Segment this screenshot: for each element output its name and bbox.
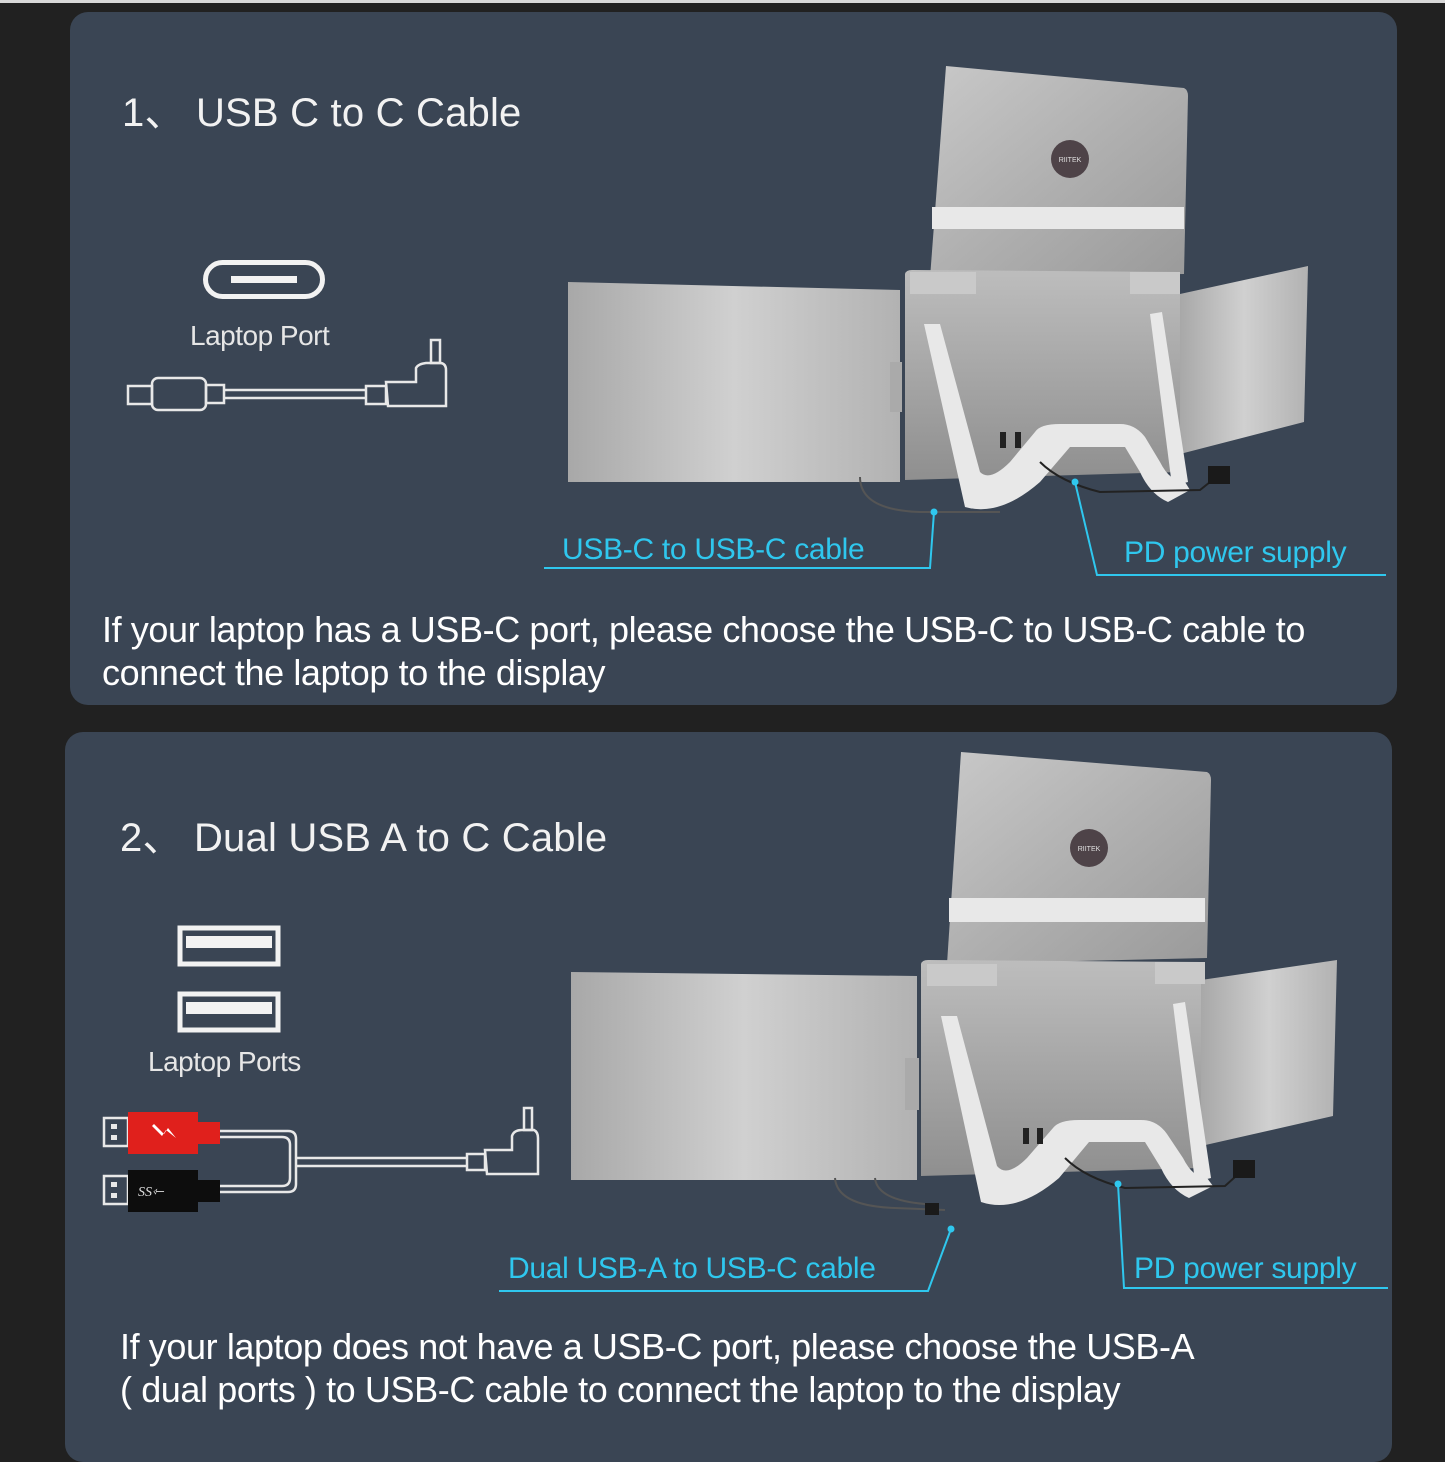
laptop-ports-label: Laptop Ports — [148, 1046, 301, 1077]
usb-c-port-icon — [203, 260, 325, 299]
usb-c-to-c-cable-icon — [126, 338, 448, 412]
section-title-dual-usb-a: 2、 Dual USB A to C Cable — [120, 816, 608, 860]
callout-pd-power-supply: PD power supply — [1124, 536, 1347, 569]
callout-usb-c-cable: USB-C to USB-C cable — [562, 533, 865, 566]
section2-description-line1: If your laptop does not have a USB-C por… — [120, 1326, 1195, 1367]
section1-description: If your laptop has a USB-C port, please … — [102, 609, 1305, 693]
triple-monitor-illustration: RIITEK — [568, 66, 1308, 513]
laptop-port-label: Laptop Port — [190, 320, 330, 351]
superspeed-usb-icon: SS⇽ — [138, 1185, 165, 1200]
triple-monitor-illustration-2: RIITEK — [571, 752, 1337, 1215]
section-title-usb-c: 1、 USB C to C Cable — [122, 91, 522, 135]
usb-a-port-icon — [177, 925, 281, 1033]
lightning-icon — [152, 1124, 176, 1138]
callout-dual-usb-a-cable: Dual USB-A to USB-C cable — [508, 1252, 876, 1285]
data-plug-black — [128, 1170, 198, 1212]
callout-pd-power-supply-2: PD power supply — [1134, 1252, 1357, 1285]
callout-lines-1 — [544, 478, 1386, 576]
dual-usb-a-to-c-cable-icon: SS⇽ — [102, 1106, 540, 1212]
riitek-logo: RIITEK — [1059, 157, 1082, 164]
top-border — [0, 0, 1445, 3]
section2-description-line2: ( dual ports ) to USB-C cable to connect… — [120, 1369, 1121, 1410]
riitek-logo-2: RIITEK — [1078, 846, 1101, 853]
